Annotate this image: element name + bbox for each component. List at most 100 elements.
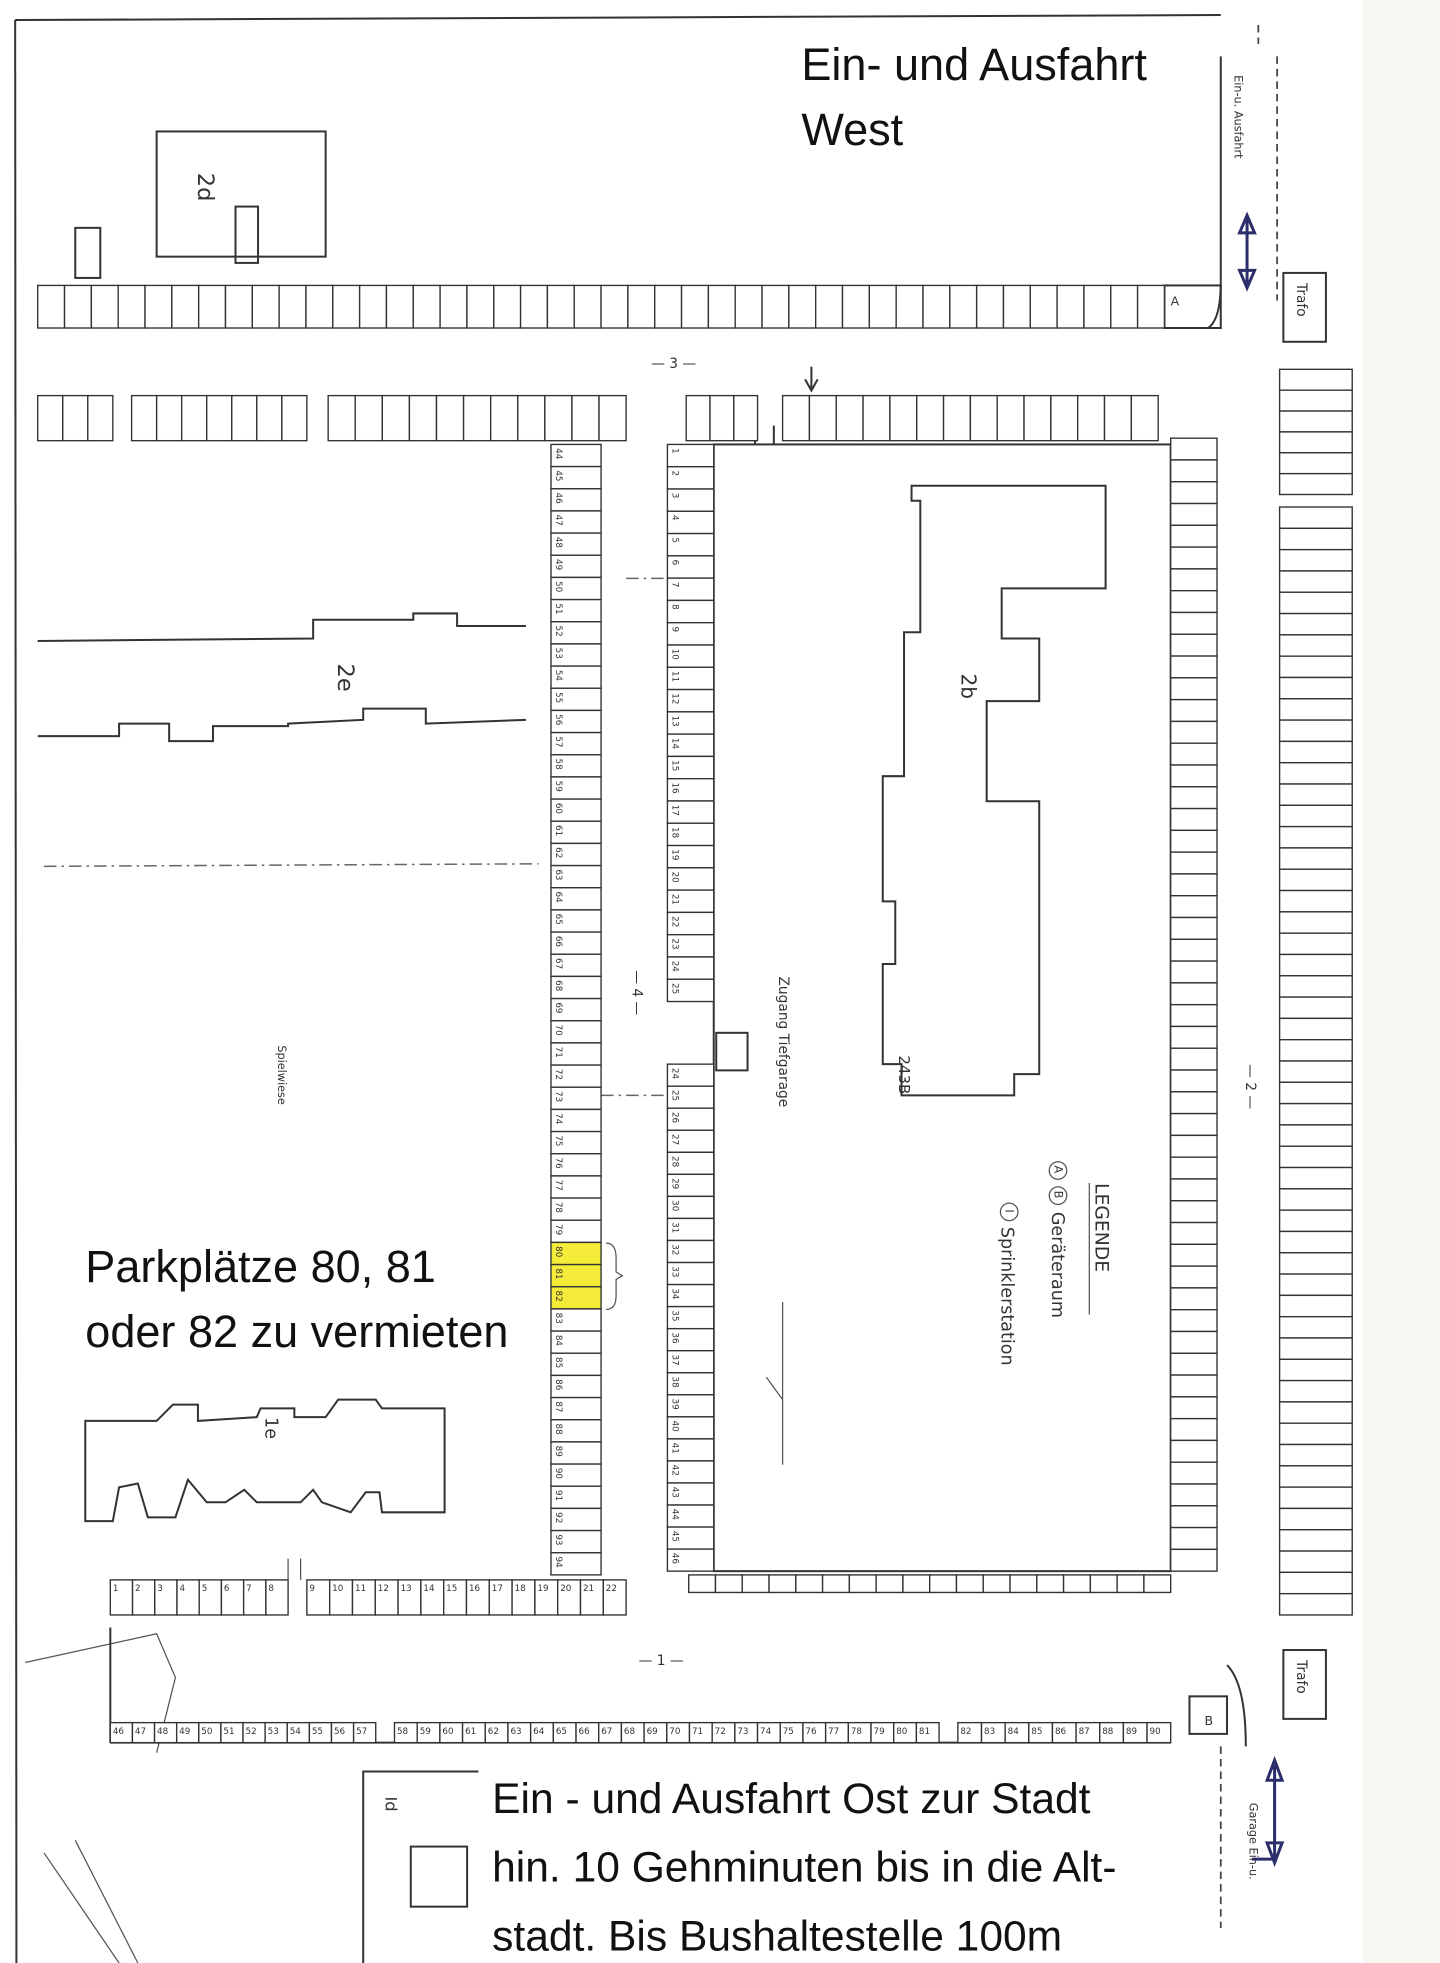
parking-space — [1170, 524, 1218, 548]
trafo-top: Trafo — [1282, 271, 1327, 343]
parking-space-number: 55 — [553, 692, 563, 703]
parking-space — [517, 394, 546, 442]
parking-space — [654, 284, 683, 329]
page-border — [14, 0, 1440, 1963]
parking-space-number: 67 — [553, 958, 563, 969]
parking-space-number: 71 — [553, 1047, 563, 1058]
parking-space — [1170, 873, 1218, 897]
parking-space — [1170, 1352, 1218, 1376]
parking-space-number: 10 — [669, 649, 679, 660]
parking-space — [1278, 996, 1353, 1020]
parking-space-number: 91 — [553, 1490, 563, 1501]
parking-space — [358, 284, 388, 329]
parking-space — [1103, 394, 1133, 442]
parking-space — [768, 1574, 797, 1594]
parking-space — [305, 284, 334, 329]
parking-space-number: 59 — [553, 781, 563, 792]
parking-space — [231, 394, 258, 442]
parking-space — [942, 394, 972, 442]
parking-space — [1278, 570, 1353, 593]
parking-space — [1278, 452, 1353, 475]
parking-space — [573, 284, 602, 329]
parking-space — [895, 284, 924, 329]
parking-space — [1170, 481, 1218, 505]
parking-space-number: 81 — [553, 1268, 563, 1279]
parking-space — [1170, 1025, 1218, 1049]
highlight-brace — [606, 1242, 624, 1311]
parking-space — [761, 284, 790, 329]
parking-space — [1278, 1465, 1353, 1488]
entrance-west-line2: West — [801, 104, 903, 155]
parking-space-number: 89 — [1126, 1727, 1137, 1737]
parking-space — [1278, 1315, 1353, 1339]
road-east-label: Garage Ein-u. — [1247, 1803, 1260, 1880]
parking-space — [1170, 1200, 1218, 1224]
parking-space-number: 58 — [553, 759, 563, 770]
parking-space — [37, 394, 64, 442]
parking-space — [1089, 1574, 1118, 1594]
parking-space-number: 33 — [669, 1266, 679, 1277]
legend-symbol-a: A — [1051, 1166, 1064, 1174]
parking-space-number: 59 — [420, 1727, 431, 1737]
parking-space-number: 6 — [669, 560, 679, 566]
parking-space — [1170, 982, 1218, 1006]
parking-space — [251, 284, 280, 329]
parking-space-number: 16 — [669, 782, 679, 794]
parking-space — [1278, 1592, 1353, 1616]
parking-space-number: 75 — [553, 1135, 563, 1146]
parking-space — [868, 284, 897, 329]
svg-text:2e: 2e — [332, 664, 358, 692]
parking-space — [1110, 284, 1139, 329]
parking-space-number: 24 — [669, 1068, 679, 1080]
parking-space-number: 87 — [1079, 1727, 1090, 1737]
parking-space-number: 47 — [135, 1727, 146, 1737]
parking-space-number: 18 — [515, 1584, 526, 1594]
parking-space — [1170, 437, 1218, 461]
svg-text:Id: Id — [382, 1796, 401, 1811]
parking-space — [1278, 1230, 1353, 1254]
parking-space-number: 66 — [553, 936, 563, 948]
parking-space-number: 54 — [290, 1727, 302, 1737]
parking-space-number: 7 — [669, 582, 679, 588]
parking-space-number: 70 — [553, 1025, 563, 1036]
parking-space — [332, 284, 361, 329]
parking-space-number: 41 — [669, 1443, 679, 1454]
parking-space — [1170, 655, 1218, 679]
parking-space — [62, 394, 89, 442]
parking-space-number: 57 — [553, 736, 563, 747]
parking-space — [1278, 1550, 1353, 1574]
parking-space — [1170, 1156, 1218, 1180]
parking-space-number: 58 — [397, 1727, 408, 1737]
parking-space-number: 2 — [669, 470, 679, 476]
legend-item-sprinkler: Sprinklerstation — [997, 1227, 1017, 1366]
direction-arrow-icon — [804, 366, 819, 393]
parking-space — [1170, 1069, 1218, 1093]
parking-space-number: 72 — [553, 1069, 563, 1080]
parking-space-number: 39 — [669, 1399, 679, 1410]
parking-space-number: 73 — [737, 1727, 748, 1737]
svg-text:Trafo: Trafo — [1293, 1659, 1309, 1694]
parking-space-number: 82 — [960, 1727, 971, 1737]
parking-space-number: 10 — [332, 1584, 343, 1594]
parking-space-number: 93 — [553, 1534, 563, 1545]
parking-space — [385, 284, 414, 329]
parking-space — [1278, 1166, 1353, 1190]
parking-space-number: 34 — [669, 1288, 679, 1300]
parking-space-number: 48 — [157, 1727, 168, 1737]
trafo-bottom: Trafo — [1282, 1649, 1327, 1720]
parking-space-number: 67 — [601, 1727, 612, 1737]
parking-space — [1143, 1574, 1172, 1594]
parking-space — [902, 1574, 931, 1594]
parking-space — [1170, 1003, 1218, 1028]
parking-space — [1116, 1574, 1145, 1594]
parking-space — [1278, 1145, 1353, 1169]
parking-space — [546, 284, 575, 329]
parking-space — [795, 1574, 824, 1594]
parking-space-number: 46 — [553, 493, 563, 505]
aisle-1-label: — 1 — — [639, 1653, 684, 1669]
parking-space-number: 87 — [553, 1401, 563, 1412]
parking-space — [1278, 527, 1353, 551]
building-1d: Id — [362, 1770, 479, 1963]
parking-space-number: 16 — [469, 1584, 481, 1594]
parking-space-number: 85 — [553, 1357, 563, 1368]
